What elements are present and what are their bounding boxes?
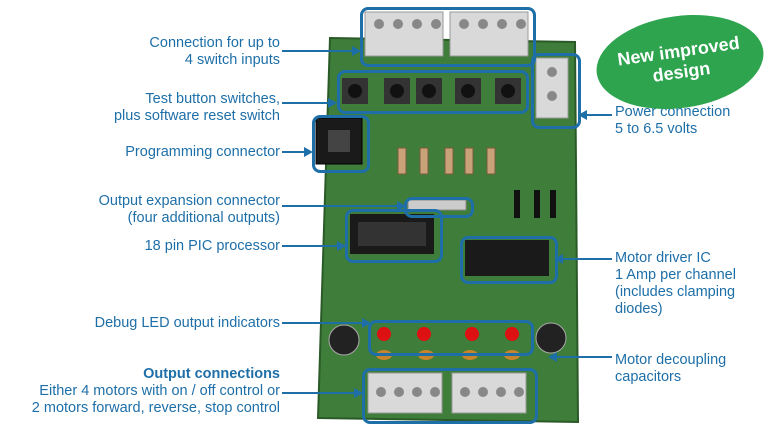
label-switch-inputs: Connection for up to 4 switch inputs — [149, 35, 280, 68]
capacitor-right — [535, 322, 567, 354]
label-programming: Programming connector — [125, 144, 280, 160]
highlight-buttons — [337, 70, 529, 114]
label-power: Power connection 5 to 6.5 volts — [615, 104, 731, 137]
label-output-connections: Output connections Either 4 motors with … — [31, 366, 280, 416]
highlight-driver — [460, 236, 558, 284]
highlight-leds — [368, 320, 534, 356]
motor-driver-ic — [465, 240, 549, 276]
label-motor-driver: Motor driver IC 1 Amp per channel (inclu… — [615, 250, 736, 317]
capacitor-left — [328, 324, 360, 356]
highlight-switch-inputs — [360, 7, 536, 67]
highlight-power — [531, 53, 581, 129]
switch-terminal-block-right — [449, 11, 529, 57]
power-terminal — [535, 57, 569, 119]
label-debug-led: Debug LED output indicators — [94, 315, 280, 331]
highlight-outputs — [362, 368, 538, 424]
highlight-pic — [345, 209, 443, 263]
label-decoupling: Motor decoupling capacitors — [615, 352, 727, 385]
label-pic: 18 pin PIC processor — [144, 238, 280, 254]
label-expansion: Output expansion connector (four additio… — [98, 193, 280, 226]
label-test-buttons: Test button switches, plus software rese… — [113, 91, 280, 124]
highlight-programming — [312, 115, 370, 173]
